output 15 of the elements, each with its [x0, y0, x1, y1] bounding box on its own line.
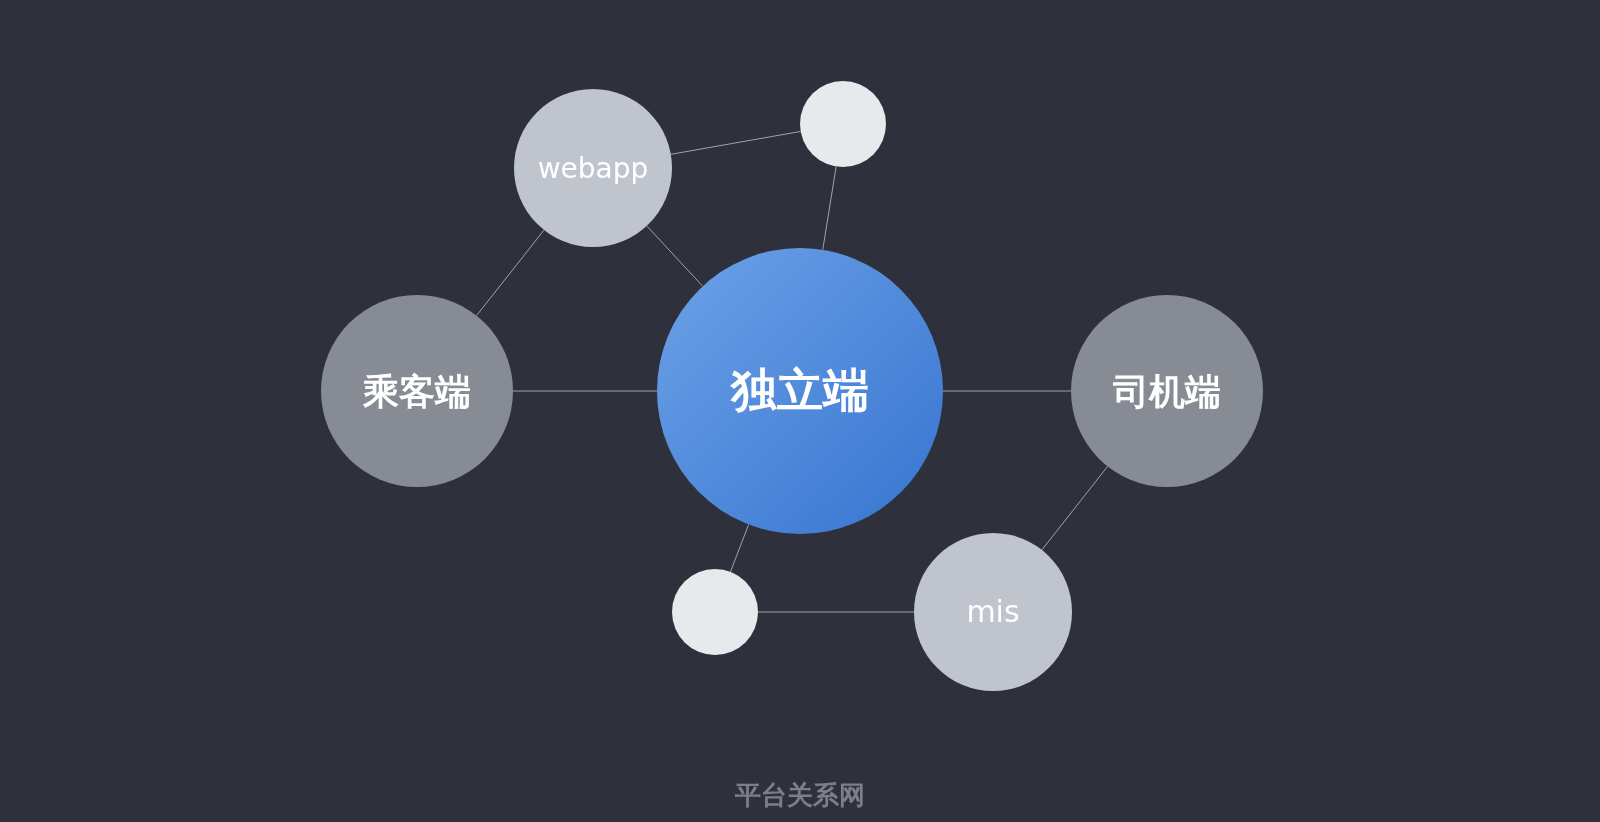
- node-label: webapp: [537, 150, 649, 186]
- node-label: mis: [966, 593, 1020, 631]
- connector-line: [670, 130, 802, 155]
- node-label: 独立端: [731, 362, 869, 420]
- connector-line: [512, 390, 658, 392]
- node-label: 司机端: [1113, 369, 1221, 414]
- caption: 平台关系网: [735, 779, 865, 812]
- connector-line: [729, 523, 750, 573]
- connector-line: [1041, 465, 1109, 551]
- connector-line: [822, 165, 837, 251]
- connector-line: [757, 611, 915, 613]
- node-label: 乘客端: [363, 369, 471, 414]
- connector-line: [475, 229, 545, 317]
- connector-line: [646, 225, 704, 287]
- connector-line: [942, 390, 1072, 392]
